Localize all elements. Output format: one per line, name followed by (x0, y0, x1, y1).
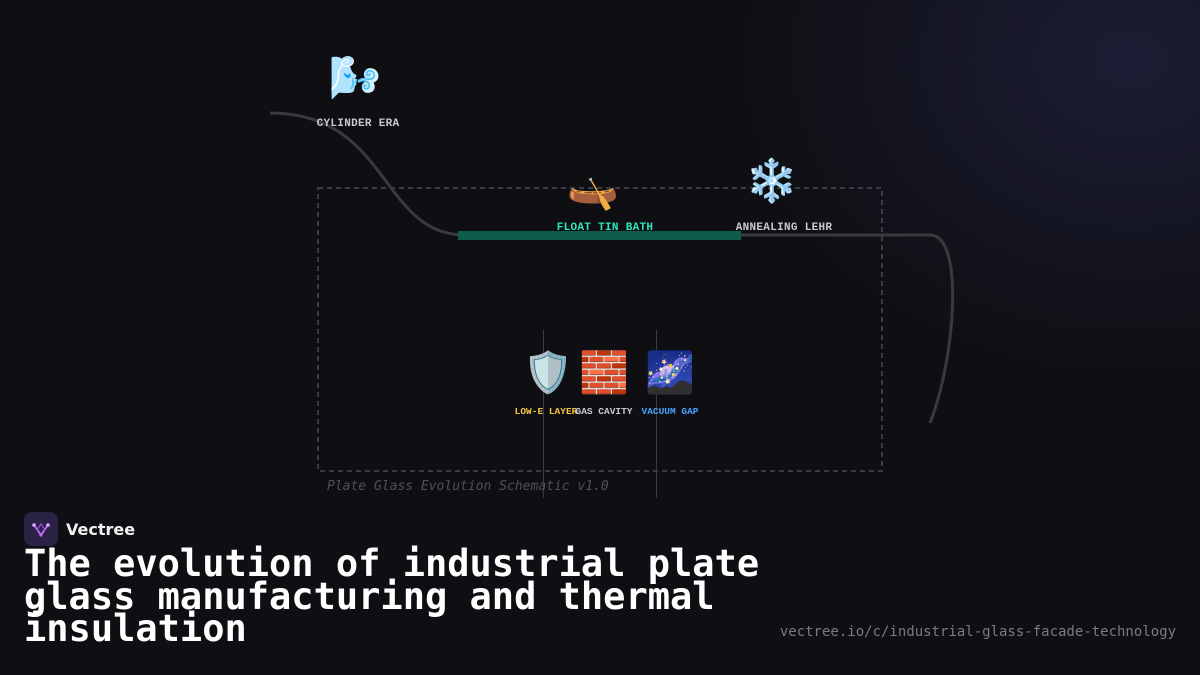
page-title: The evolution of industrial plate glass … (24, 542, 760, 650)
milky-way-icon: 🌌 (645, 350, 695, 396)
wind-blowing-face-icon: 🌬️ (328, 53, 382, 102)
annealing-lehr-label: ANNEALING LEHR (735, 222, 833, 234)
cylinder-era-label: CYLINDER ERA (316, 118, 400, 130)
page-url[interactable]: vectree.io/c/industrial-glass-facade-tec… (779, 624, 1176, 640)
shield-icon: 🛡️ (523, 350, 573, 396)
brick-icon: 🧱 (579, 350, 629, 396)
vacuum-gap-label: VACUUM GAP (641, 406, 699, 417)
vectree-logo-icon (24, 512, 58, 546)
gas-cavity-label: GAS CAVITY (575, 406, 633, 417)
diagram-caption: Plate Glass Evolution Schematic v1.0 (327, 479, 609, 494)
brand[interactable]: Vectree (24, 512, 135, 546)
float-tin-bath-label: FLOAT TIN BATH (556, 222, 654, 234)
low-e-layer-label: LOW-E LAYER (514, 406, 578, 417)
canoe-icon: 🛶 (566, 163, 620, 212)
brand-name: Vectree (66, 519, 136, 539)
snowflake-icon: ❄️ (745, 156, 799, 205)
float-bath-bar (458, 231, 741, 240)
float-process-frame (317, 187, 883, 472)
